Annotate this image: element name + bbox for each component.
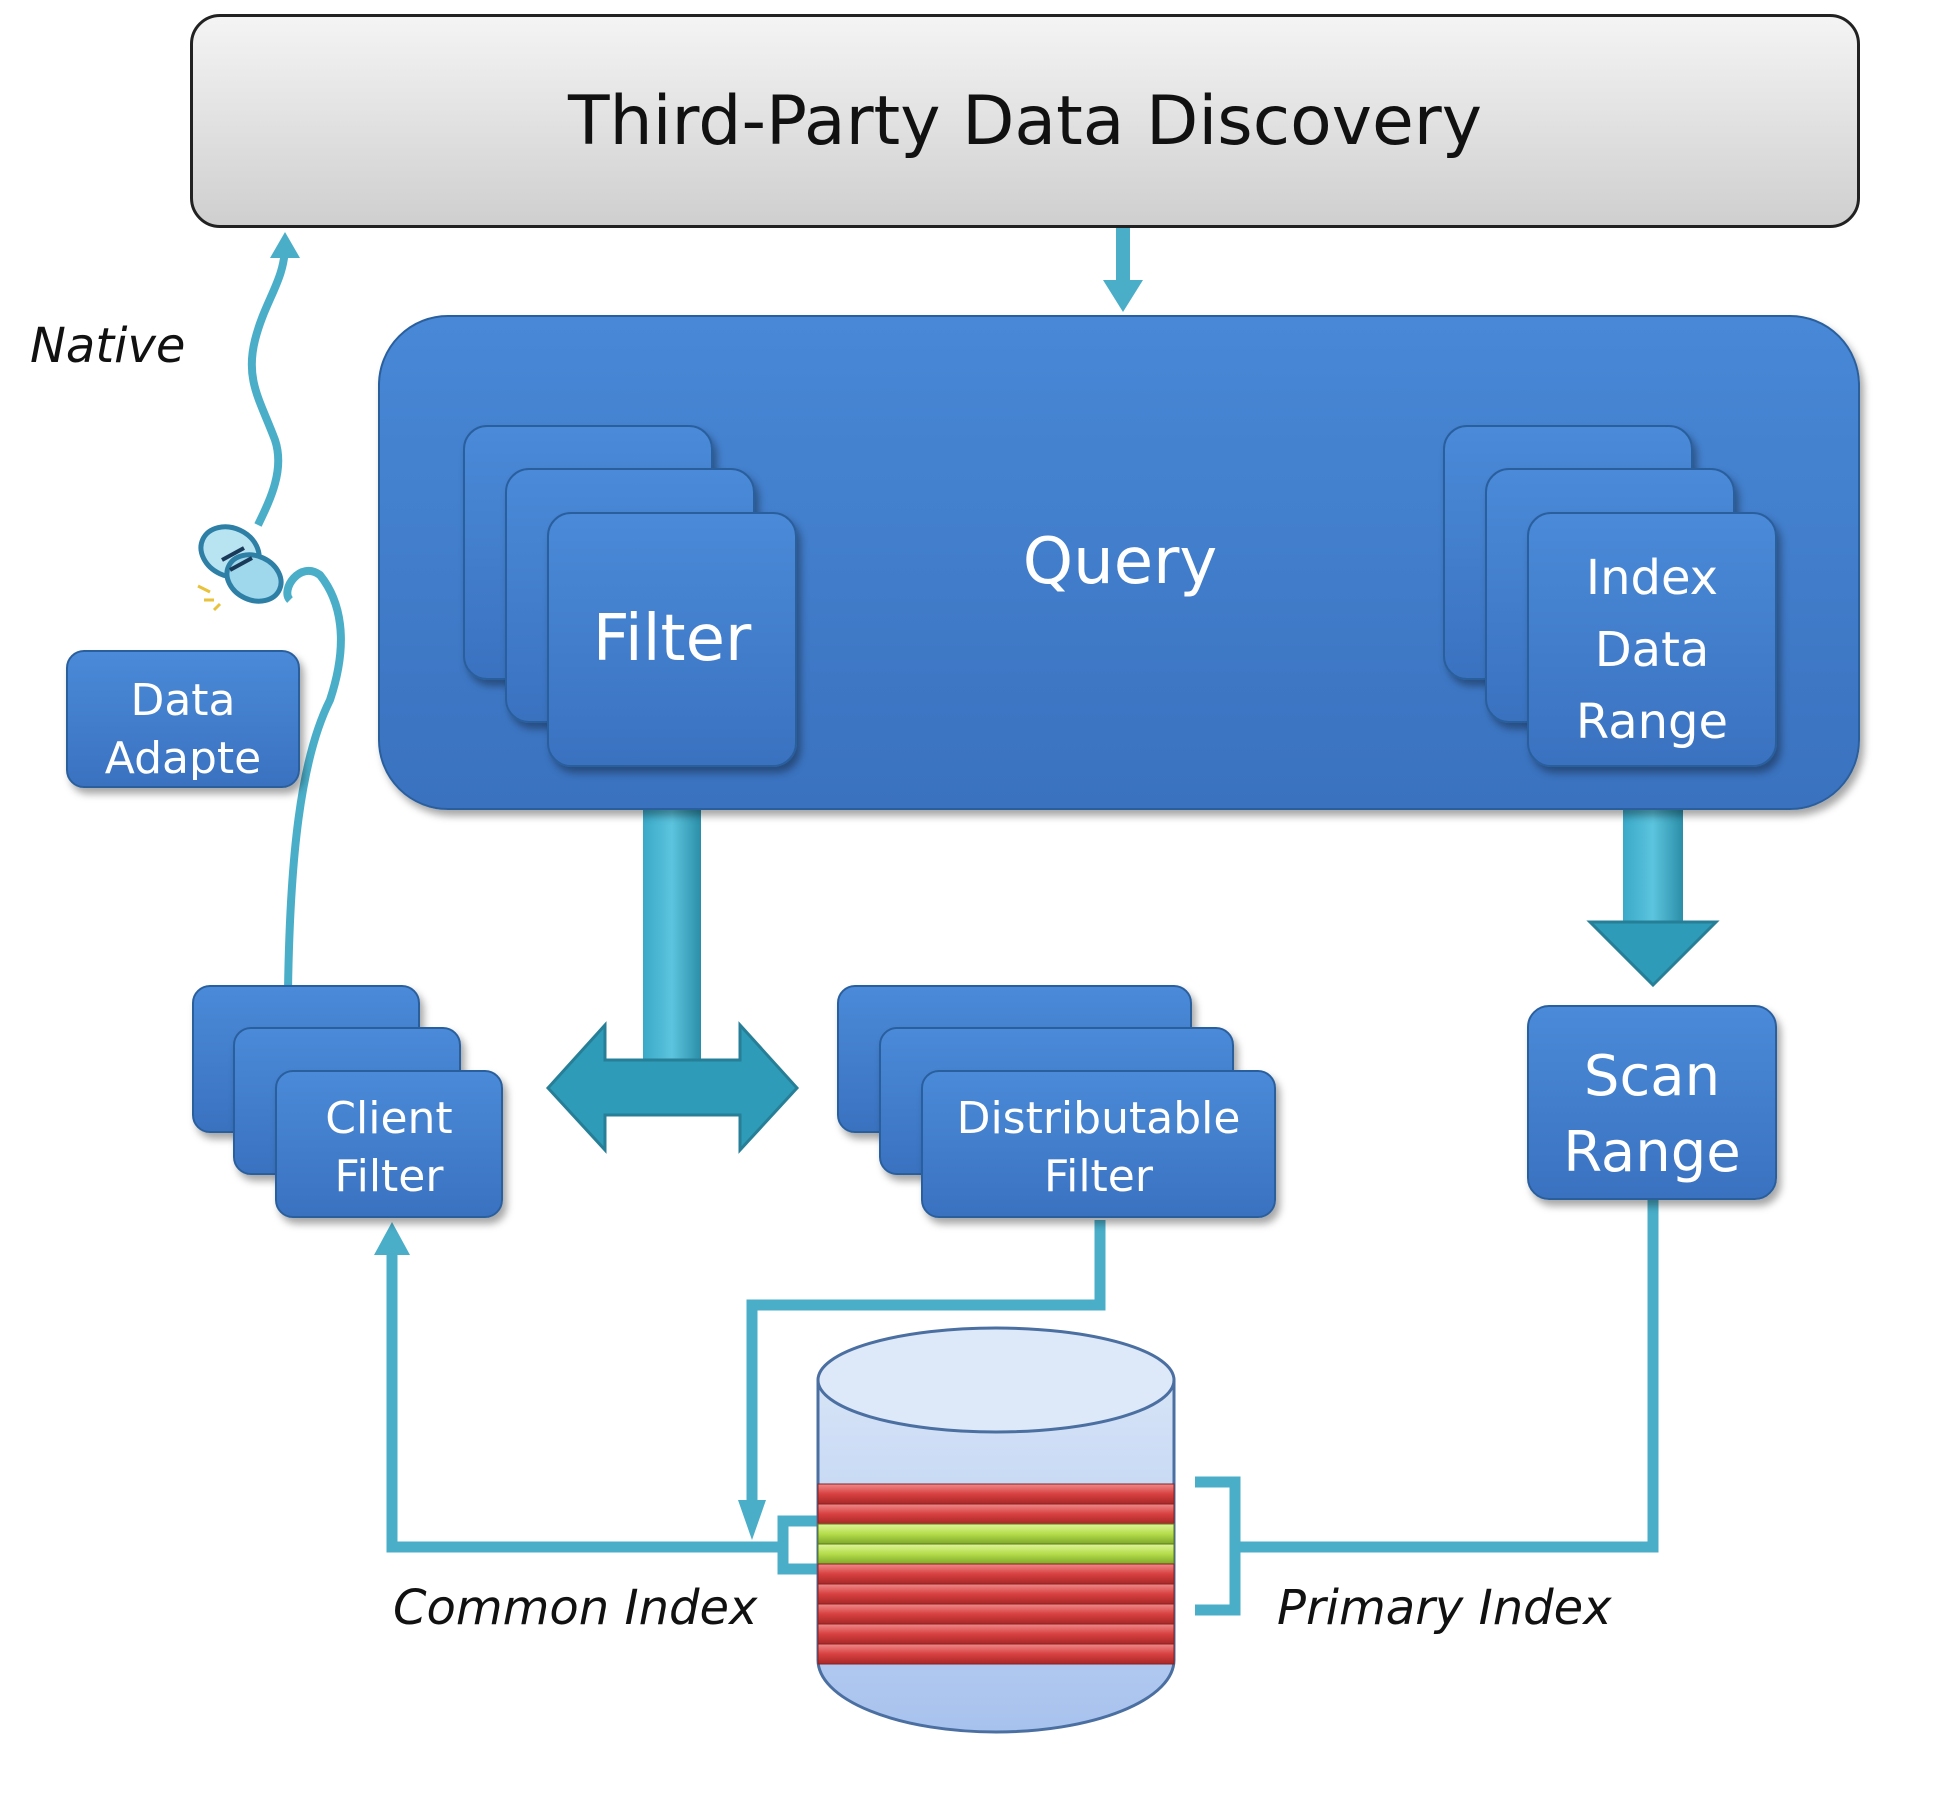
database-cylinder <box>816 1326 1176 1734</box>
client-filter-box: Client Filter <box>275 1070 503 1218</box>
scan-range-line-1: Scan <box>1583 1044 1721 1109</box>
primary-index-connector <box>1195 1200 1659 1616</box>
native-label: Native <box>30 318 186 374</box>
scan-range-box: Scan Range <box>1527 1005 1777 1200</box>
client-filter-line-1: Client <box>325 1093 453 1144</box>
distributable-connector <box>738 1220 1106 1540</box>
client-filter-line-2: Filter <box>334 1151 444 1202</box>
third-party-banner: Third-Party Data Discovery <box>190 14 1860 228</box>
data-adapter-box: Data Adapte <box>66 650 300 788</box>
data-adapter-line-1: Data <box>130 675 236 726</box>
filter-card: Filter <box>547 512 797 767</box>
filter-label: Filter <box>592 601 752 676</box>
index-range-line-1: Index <box>1585 550 1719 606</box>
banner-title: Third-Party Data Discovery <box>567 81 1482 161</box>
index-range-line-3: Range <box>1575 694 1729 750</box>
banner-to-query-arrow <box>1103 228 1143 312</box>
scan-range-line-2: Range <box>1563 1120 1741 1185</box>
index-data-range-card: Index Data Range <box>1527 512 1777 767</box>
primary-index-label: Primary Index <box>1277 1580 1612 1636</box>
query-label: Query <box>1022 525 1218 599</box>
filter-double-arrow <box>545 770 800 1154</box>
data-adapter-line-2: Adapte <box>104 733 262 780</box>
distributable-filter-line-2: Filter <box>1044 1151 1153 1202</box>
index-range-line-2: Data <box>1594 622 1710 678</box>
index-stripes <box>817 1483 1175 1665</box>
native-cable <box>247 232 345 991</box>
distributable-filter-box: Distributable Filter <box>921 1070 1276 1218</box>
common-index-label: Common Index <box>393 1580 758 1636</box>
plug-icon <box>197 524 284 612</box>
distributable-filter-line-1: Distributable <box>956 1093 1241 1144</box>
